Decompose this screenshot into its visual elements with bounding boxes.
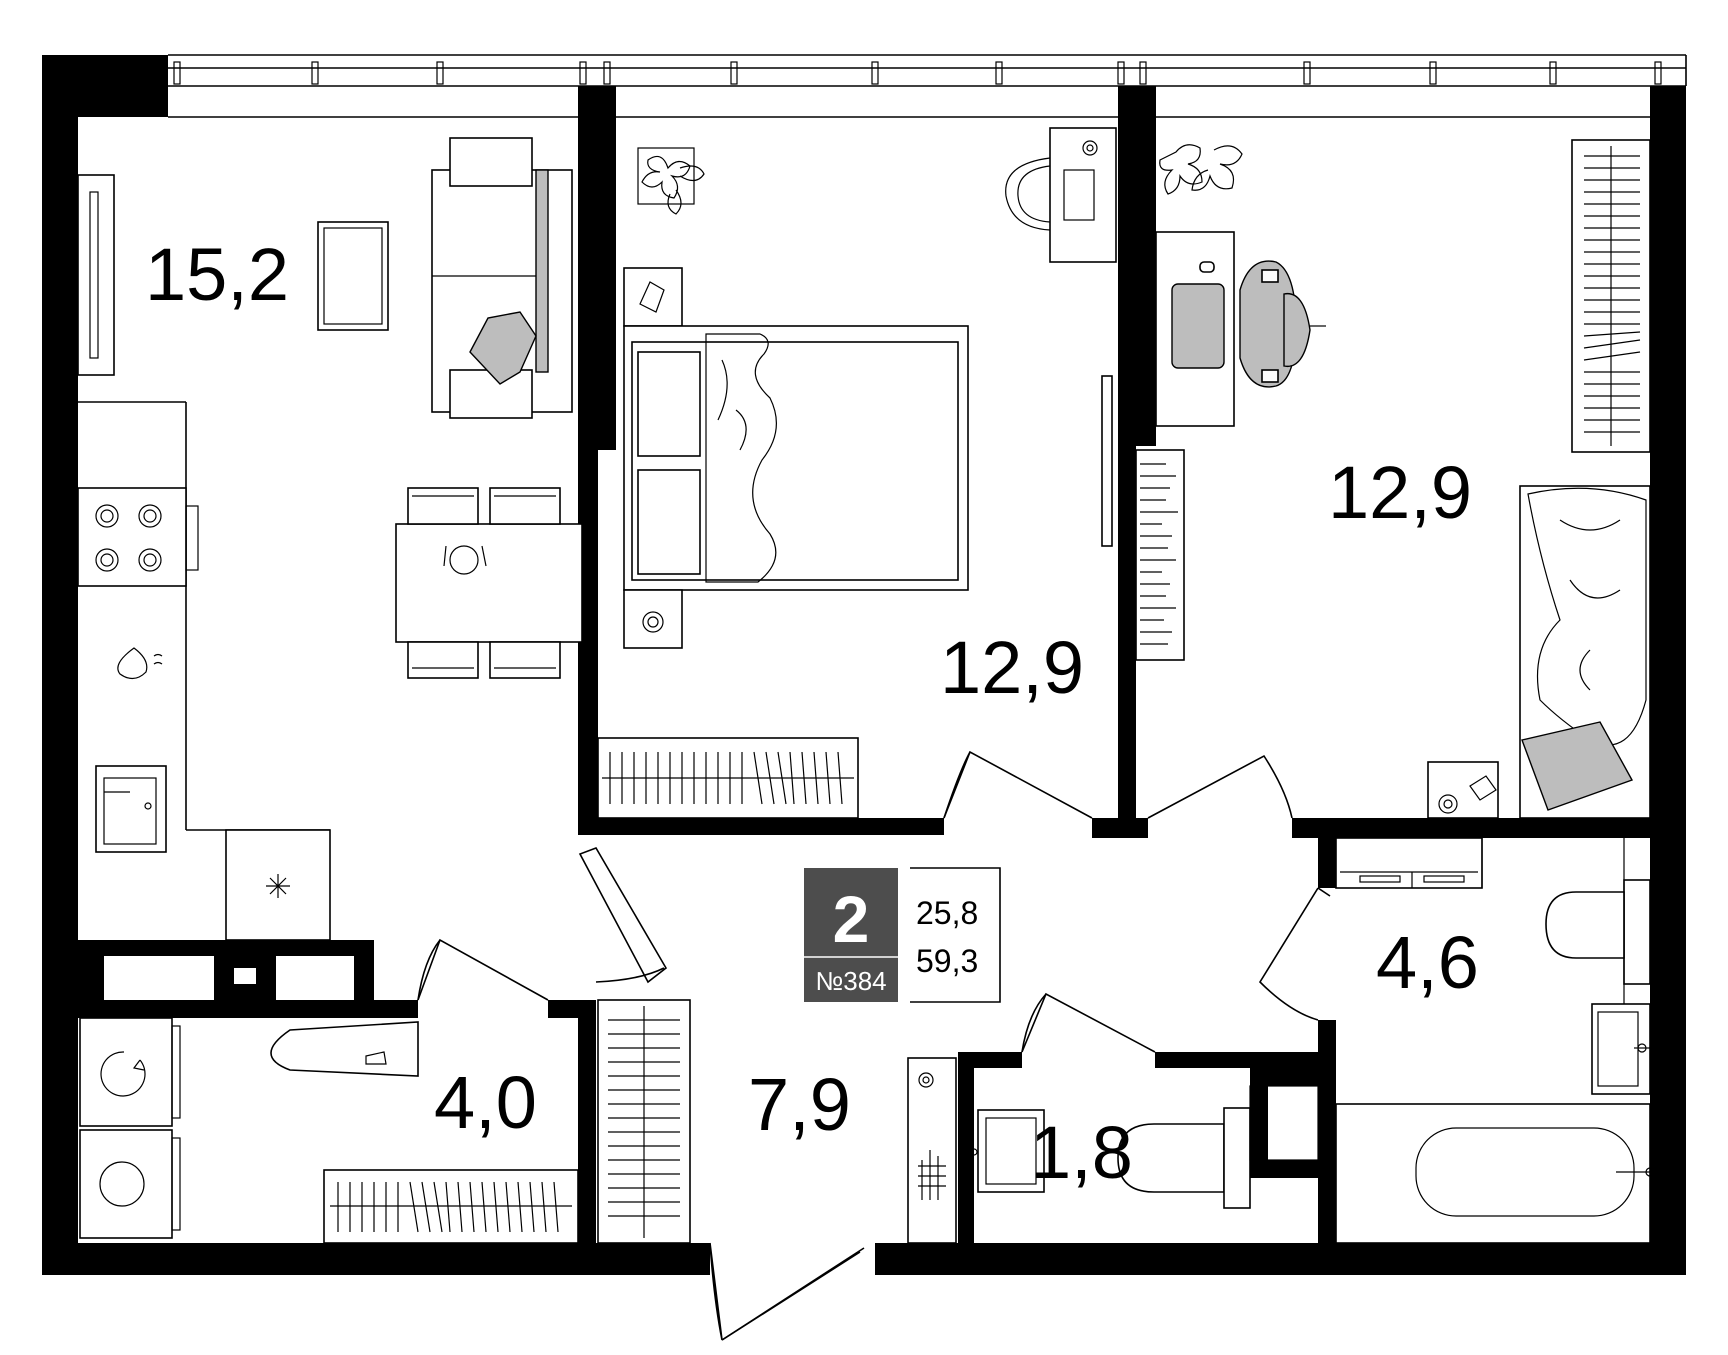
badge-living-area: 25,8 xyxy=(916,895,978,931)
badge-total-area: 59,3 xyxy=(916,943,978,979)
bedroom-1-furniture xyxy=(597,127,1117,819)
room-area-wc: 1,8 xyxy=(1030,1111,1133,1194)
room-area-bathroom: 4,6 xyxy=(1376,921,1479,1004)
badge-rooms-count: 2 xyxy=(833,882,870,956)
wc-furniture xyxy=(970,1085,1319,1209)
apartment-badge: 2 №384 25,8 59,3 xyxy=(804,867,1001,1003)
window-rail xyxy=(168,54,1687,87)
bathroom-furniture xyxy=(1335,837,1655,1244)
walls xyxy=(42,55,1686,1275)
badge-apartment-code: №384 xyxy=(815,966,886,996)
room-area-laundry: 4,0 xyxy=(434,1061,537,1144)
doors xyxy=(417,750,1331,1341)
room-area-hallway: 7,9 xyxy=(748,1063,851,1146)
room-area-living-kitchen: 15,2 xyxy=(145,233,289,316)
hallway-furniture xyxy=(597,999,957,1244)
badge-background xyxy=(804,868,898,1002)
room-area-bedroom-2: 12,9 xyxy=(1328,451,1472,534)
room-area-bedroom-1: 12,9 xyxy=(940,626,1084,709)
bedroom-2-furniture xyxy=(1135,139,1651,819)
living-kitchen-furniture xyxy=(77,137,583,941)
laundry-furniture xyxy=(79,1017,579,1244)
